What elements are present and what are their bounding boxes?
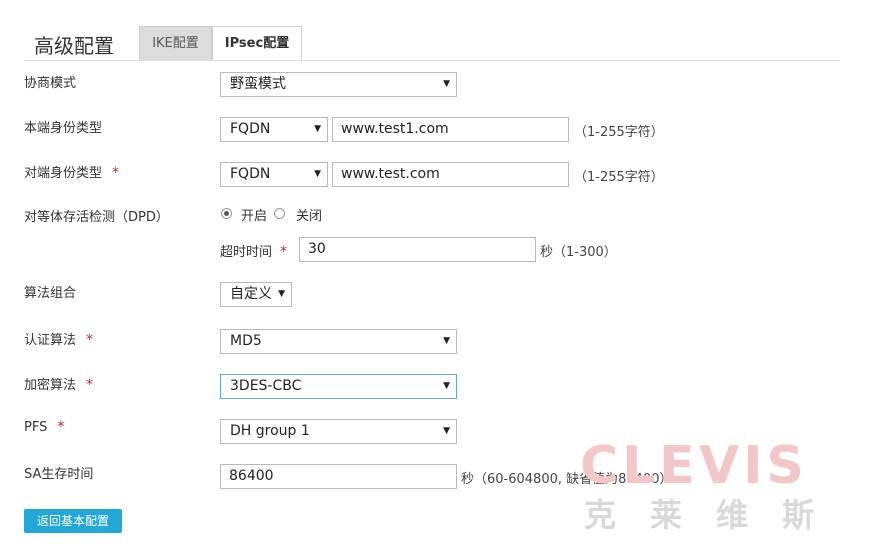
local-id-input[interactable]: www.test1.com (332, 117, 569, 142)
remote-id-type-select[interactable]: FQDN ▼ (220, 162, 328, 187)
local-id-type-select[interactable]: FQDN ▼ (220, 117, 328, 142)
required-mark: * (280, 244, 288, 260)
page-title: 高级配置 (34, 34, 114, 58)
dpd-on-label: 开启 (241, 209, 268, 224)
watermark-logo-latin: CLEVIS (580, 436, 808, 496)
dpd-timeout-hint: 秒（1-300） (540, 245, 617, 260)
tab-ike-config[interactable]: IKE配置 (139, 26, 212, 60)
chevron-down-icon: ▼ (314, 169, 321, 179)
dpd-on-radio[interactable] (221, 208, 232, 219)
tab-ipsec-config[interactable]: IPsec配置 (212, 26, 302, 60)
sa-lifetime-input[interactable]: 86400 (220, 464, 457, 489)
chevron-down-icon: ▼ (278, 289, 285, 299)
required-mark: * (86, 377, 94, 393)
dpd-off-radio[interactable] (274, 208, 285, 219)
dpd-timeout-input[interactable]: 30 (299, 237, 536, 262)
required-mark: * (112, 165, 120, 181)
dpd-timeout-label: 超时时间* (220, 244, 288, 260)
chevron-down-icon: ▼ (443, 426, 450, 436)
sa-lifetime-hint: 秒（60-604800, 缺省值为86400） (461, 472, 673, 487)
header-divider (24, 60, 840, 61)
negotiation-mode-label: 协商模式 (24, 76, 77, 91)
watermark-logo-chinese: 克莱维斯 (584, 496, 849, 534)
local-id-type-label: 本端身份类型 (24, 121, 103, 136)
local-id-hint: （1-255字符） (574, 125, 664, 140)
auth-algorithm-select[interactable]: MD5 ▼ (220, 329, 457, 354)
remote-id-hint: （1-255字符） (574, 170, 664, 185)
encryption-algorithm-label: 加密算法* (24, 377, 94, 393)
chevron-down-icon: ▼ (443, 336, 450, 346)
algorithm-group-select[interactable]: 自定义 ▼ (220, 282, 292, 307)
required-mark: * (57, 419, 65, 435)
sa-lifetime-label: SA生存时间 (24, 467, 94, 482)
pfs-label: PFS* (24, 419, 65, 435)
chevron-down-icon: ▼ (443, 381, 450, 391)
encryption-algorithm-select[interactable]: 3DES-CBC ▼ (220, 374, 457, 399)
required-mark: * (86, 332, 94, 348)
chevron-down-icon: ▼ (314, 124, 321, 134)
dpd-off-label: 关闭 (296, 209, 323, 224)
remote-id-type-label: 对端身份类型* (24, 165, 120, 181)
remote-id-input[interactable]: www.test.com (332, 162, 569, 187)
negotiation-mode-select[interactable]: 野蛮模式 ▼ (220, 72, 457, 97)
dpd-label: 对等体存活检测（DPD） (24, 210, 169, 225)
chevron-down-icon: ▼ (443, 79, 450, 89)
back-to-basic-config-button[interactable]: 返回基本配置 (24, 509, 122, 533)
algorithm-group-label: 算法组合 (24, 286, 77, 301)
auth-algorithm-label: 认证算法* (24, 332, 94, 348)
pfs-select[interactable]: DH group 1 ▼ (220, 419, 457, 444)
